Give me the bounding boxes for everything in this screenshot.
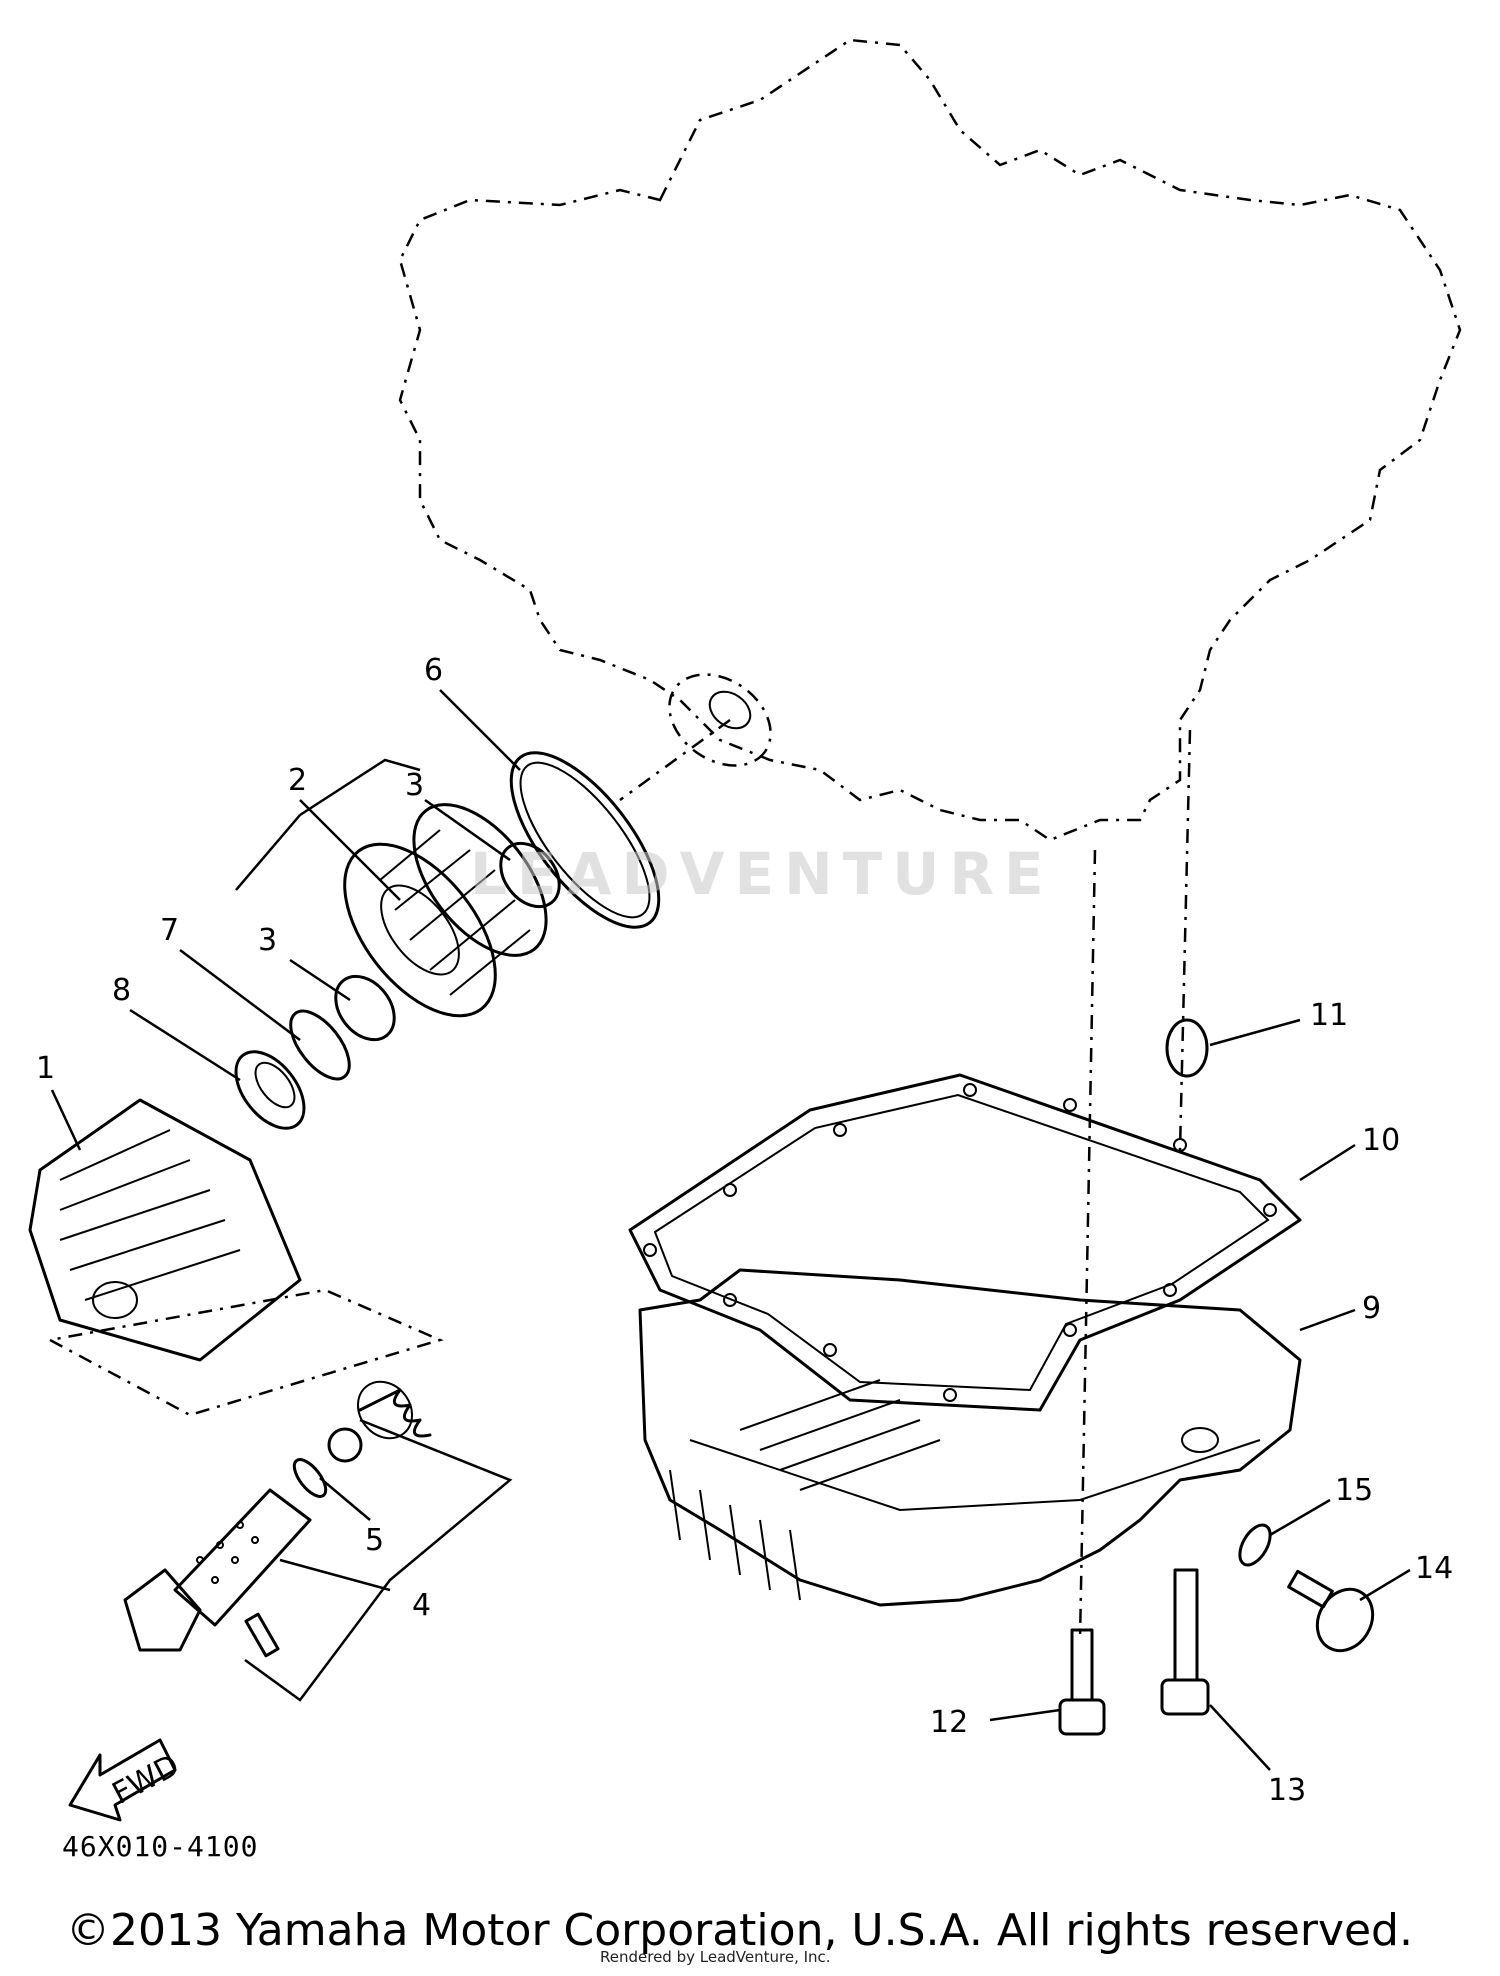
leader-2-bracket	[235, 758, 421, 891]
part-11-dowel	[1165, 1018, 1209, 1078]
callout-3b: 3	[258, 923, 277, 958]
engine-outline	[398, 38, 1462, 842]
watermark-text: LEADVENTURE	[470, 840, 1054, 908]
callout-5: 5	[365, 1523, 384, 1558]
forward-arrow: FWD	[68, 1738, 185, 1822]
leader-1	[50, 1089, 82, 1151]
render-credit: Rendered by LeadVenture, Inc.	[600, 1948, 831, 1966]
callout-8: 8	[112, 973, 131, 1008]
callout-1: 1	[36, 1051, 55, 1086]
callout-3a: 3	[405, 768, 424, 803]
part-15-gasket	[1238, 1523, 1272, 1567]
leader-14	[1359, 1568, 1411, 1602]
leader-15	[1269, 1498, 1331, 1537]
leader-5	[319, 1477, 371, 1521]
part-8-spring-ring	[234, 1050, 306, 1130]
pan-bolt-axis-line-2	[1178, 729, 1192, 1151]
part-9-oil-pan	[638, 1268, 1302, 1607]
copyright-notice: ©2013 Yamaha Motor Corporation, U.S.A. A…	[66, 1905, 1413, 1956]
callout-15: 15	[1335, 1473, 1373, 1508]
leader-6	[439, 689, 521, 771]
filter-cover-phantom-box	[46, 1288, 444, 1417]
callout-9: 9	[1362, 1291, 1381, 1326]
leader-9	[1299, 1308, 1356, 1332]
leader-3a	[424, 798, 511, 862]
part-4-bypass-spring	[356, 1380, 432, 1440]
part-5-o-ring	[292, 1458, 328, 1498]
callout-6: 6	[424, 653, 443, 688]
callout-2: 2	[288, 763, 307, 798]
callout-12: 12	[930, 1705, 968, 1740]
part-6-o-ring-inner	[519, 761, 651, 919]
callout-13: 13	[1268, 1773, 1306, 1808]
leader-2	[299, 799, 401, 901]
part-3-washer-lower	[334, 974, 396, 1042]
part-1-filter-cover	[28, 1098, 302, 1362]
filter-mount-boss	[668, 673, 772, 767]
leader-4	[279, 1558, 391, 1592]
leader-13	[1209, 1704, 1271, 1771]
part-12-bolt	[1058, 1628, 1106, 1736]
part-10-gasket	[628, 1073, 1302, 1412]
leader-10	[1299, 1143, 1356, 1182]
part-4-union-bolt	[123, 1488, 312, 1652]
part-6-o-ring	[509, 751, 661, 929]
callout-7: 7	[160, 913, 179, 948]
part-14-drain-plug	[1287, 1569, 1375, 1653]
part-4-bypass-ball	[327, 1427, 363, 1463]
callout-14: 14	[1415, 1551, 1453, 1586]
filter-axis-line	[619, 718, 731, 802]
leader-4-bracket	[244, 1418, 513, 1702]
part-13-bolt	[1160, 1568, 1210, 1716]
filter-mount-port	[708, 690, 752, 730]
fwd-label: FWD	[107, 1748, 185, 1812]
leader-3b	[289, 958, 351, 1002]
callout-10: 10	[1362, 1123, 1400, 1158]
leader-11	[1209, 1018, 1301, 1047]
leader-7	[179, 949, 301, 1041]
callout-4: 4	[412, 1588, 431, 1623]
part-8-spring-ring-inner	[254, 1061, 296, 1109]
part-2-filter-element	[343, 803, 548, 1018]
callout-11: 11	[1310, 998, 1348, 1033]
diagram-code: 46X010-4100	[62, 1830, 259, 1863]
leader-12	[989, 1708, 1061, 1722]
part-3-washer-upper	[499, 841, 561, 909]
pan-bolt-axis-line-1	[1078, 849, 1097, 1641]
watermark: LEADVENTURE	[470, 840, 1054, 908]
leader-8	[129, 1008, 241, 1082]
part-4-pin	[244, 1612, 280, 1658]
part-7-washer	[289, 1009, 351, 1081]
